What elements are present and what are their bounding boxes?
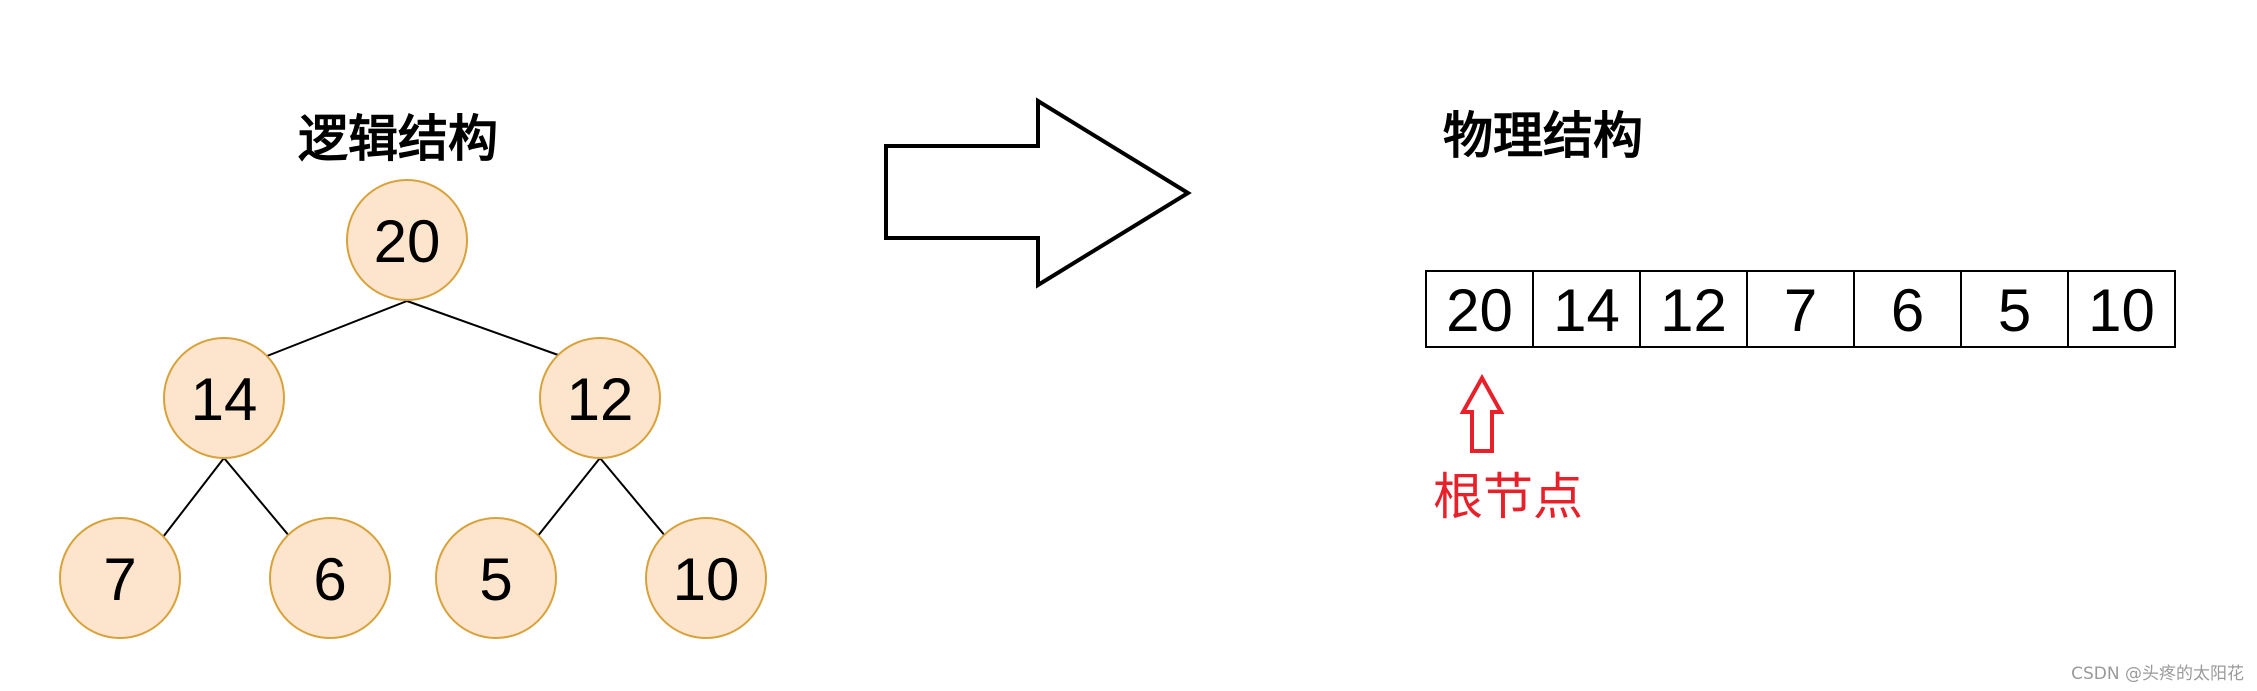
cell-value: 10 <box>2088 277 2155 344</box>
watermark: CSDN @头疼的太阳花 <box>2071 664 2244 684</box>
array-cell: 5 <box>1960 270 2069 348</box>
edge-14-6 <box>223 457 291 538</box>
node-value: 5 <box>479 546 512 613</box>
logical-structure-title: 逻辑结构 <box>298 110 498 168</box>
node-circle <box>269 517 391 639</box>
cell-box <box>2067 270 2176 348</box>
edge-12-10 <box>599 457 667 538</box>
tree-node: 14 <box>163 337 285 459</box>
tree-node: 12 <box>539 337 661 459</box>
cell-value: 12 <box>1660 277 1727 344</box>
array-cell: 7 <box>1746 270 1855 348</box>
node-circle <box>539 337 661 459</box>
tree-node: 6 <box>269 517 391 639</box>
array-cell: 20 <box>1425 270 1534 348</box>
array-cells: 20 14 12 7 6 5 10 <box>1425 270 2176 348</box>
edge-20-14 <box>266 300 408 357</box>
node-value: 7 <box>103 546 136 613</box>
cell-value: 14 <box>1553 277 1620 344</box>
node-circle <box>59 517 181 639</box>
node-value: 20 <box>374 208 441 275</box>
cell-value: 6 <box>1891 277 1924 344</box>
edge-14-7 <box>162 457 225 538</box>
tree-nodes: 20 14 12 7 6 5 10 <box>59 179 767 639</box>
node-value: 12 <box>567 366 634 433</box>
edge-20-12 <box>406 300 562 357</box>
cell-value: 7 <box>1784 277 1817 344</box>
cell-box <box>1746 270 1855 348</box>
node-value: 6 <box>313 546 346 613</box>
edge-12-5 <box>536 457 601 538</box>
node-circle <box>346 179 468 301</box>
node-value: 14 <box>191 366 258 433</box>
node-circle <box>645 517 767 639</box>
cell-box <box>1853 270 1962 348</box>
node-circle <box>435 517 557 639</box>
up-arrow-icon <box>1459 373 1505 453</box>
cell-value: 5 <box>1998 277 2031 344</box>
array-cell: 12 <box>1639 270 1748 348</box>
tree-node: 5 <box>435 517 557 639</box>
array-cell: 14 <box>1532 270 1641 348</box>
tree-node: 10 <box>645 517 767 639</box>
node-value: 10 <box>673 546 740 613</box>
array-cell: 6 <box>1853 270 1962 348</box>
tree-node: 7 <box>59 517 181 639</box>
node-circle <box>163 337 285 459</box>
tree-edges <box>162 300 667 538</box>
cell-value: 20 <box>1446 277 1513 344</box>
array-cell: 10 <box>2067 270 2176 348</box>
root-node-label: 根节点 <box>1433 468 1583 526</box>
cell-box <box>1639 270 1748 348</box>
physical-structure-title: 物理结构 <box>1443 107 1643 165</box>
right-arrow-icon <box>884 97 1192 289</box>
tree-node-root: 20 <box>346 179 468 301</box>
